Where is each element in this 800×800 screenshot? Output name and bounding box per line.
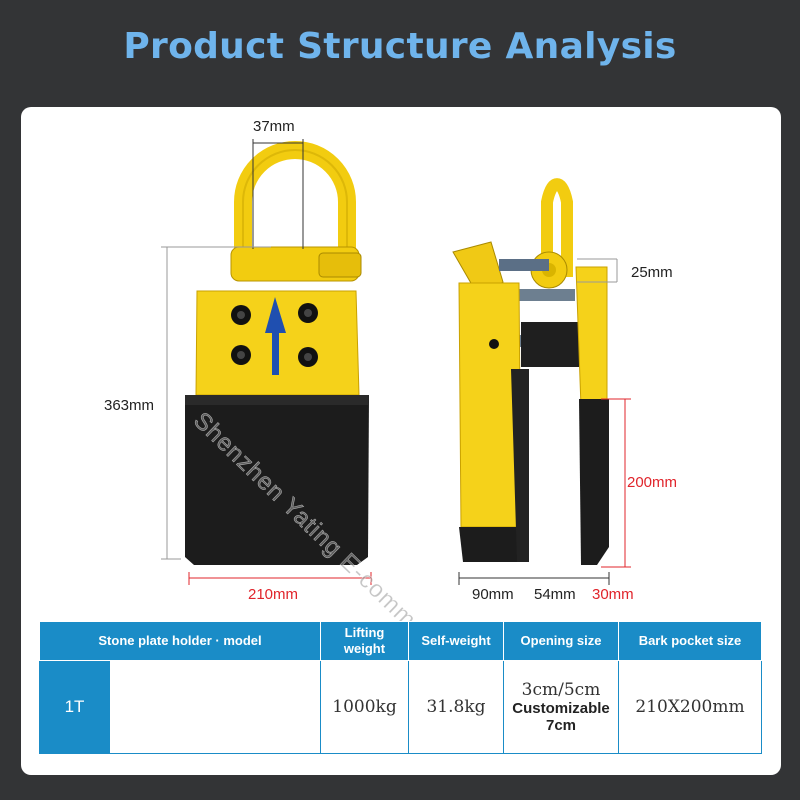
height-label: 363mm [104, 397, 155, 414]
shackle-width-label: 37mm [253, 118, 295, 135]
pad-height-label: 200mm [627, 474, 678, 491]
model-cell: 1T [39, 660, 110, 754]
pocket-size-cell: 210X200mm [618, 660, 762, 754]
thumbnail-cell [109, 660, 321, 754]
header-opening-size: Opening size [503, 621, 619, 661]
table-row: 1T 1000kg 31.8kg 3cm/5cm Customizable 7c… [39, 660, 762, 754]
header-lifting-weight: Lifting weight [320, 621, 409, 661]
width-label: 210mm [248, 586, 299, 603]
header-model: Stone plate holder · model [39, 621, 321, 661]
side-view [452, 178, 631, 585]
self-weight-cell: 31.8kg [408, 660, 504, 754]
lifting-weight-cell: 1000kg [320, 660, 409, 754]
depth-label: 90mm [472, 586, 514, 603]
opening-size-note: Customizable 7cm [512, 700, 610, 734]
front-view [161, 139, 372, 585]
opening-label: 54mm [534, 586, 576, 603]
pad-thickness-label: 30mm [592, 586, 634, 603]
header-self-weight: Self-weight [408, 621, 504, 661]
page-title: Product Structure Analysis [123, 26, 677, 67]
table-header-row: Stone plate holder · model Lifting weigh… [39, 621, 762, 661]
spec-table: Stone plate holder · model Lifting weigh… [39, 621, 762, 754]
opening-size-value: 3cm/5cm [521, 680, 601, 700]
pin-label: 25mm [631, 264, 673, 281]
product-illustration [135, 139, 631, 740]
header-pocket-size: Bark pocket size [618, 621, 762, 661]
opening-size-cell: 3cm/5cm Customizable 7cm [503, 660, 619, 754]
